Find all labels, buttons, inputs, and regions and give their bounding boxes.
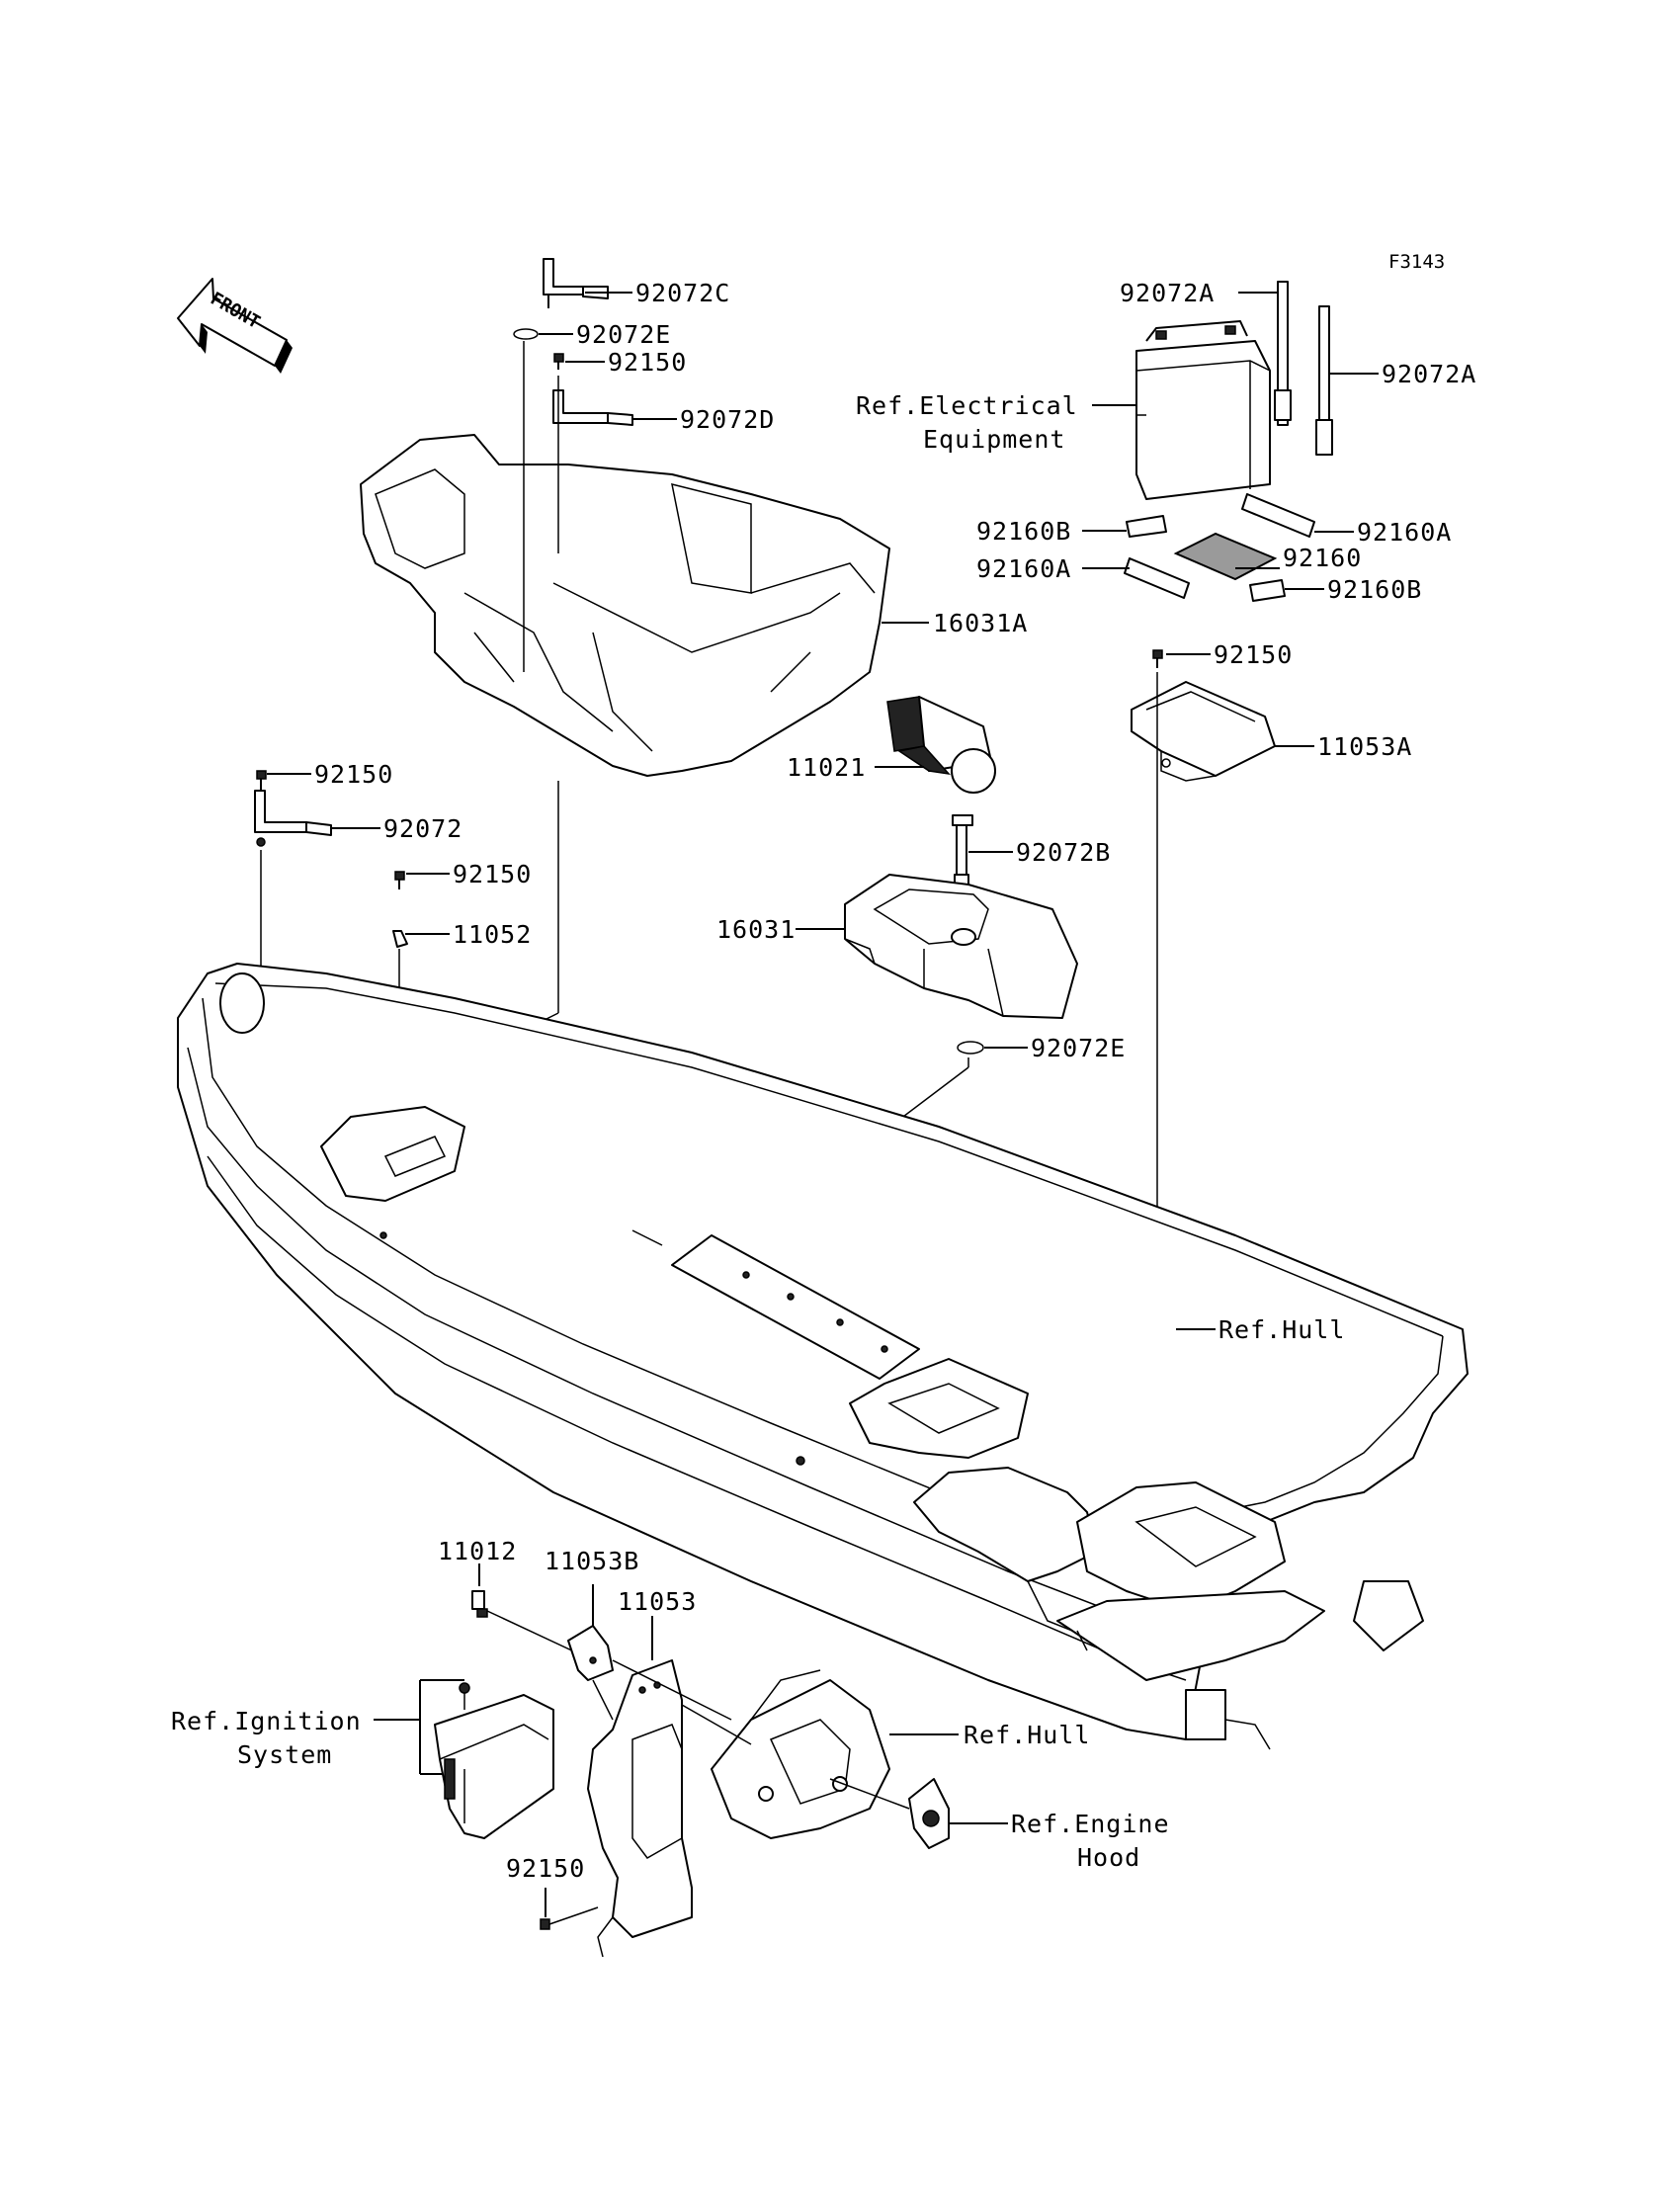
clip-92072E-mid: [957, 1041, 984, 1055]
leader-lines: [267, 292, 1379, 1917]
callout-92160B-1: 92160B: [976, 517, 1071, 546]
battery: [1135, 320, 1271, 500]
callout-16031: 16031: [716, 915, 796, 944]
ref-ignition-line2: System: [237, 1740, 332, 1769]
callout-92072B: 92072B: [1016, 838, 1111, 867]
clip-11052: [392, 930, 408, 948]
seat-part-16031: [844, 874, 1078, 1019]
pad-92160: [1173, 532, 1278, 581]
callout-11012: 11012: [438, 1537, 517, 1565]
callout-92150-bottom: 92150: [506, 1854, 585, 1883]
front-arrow-icon: FRONT: [177, 278, 293, 374]
bolt-92150-left2: [394, 871, 405, 889]
bracket-92072: [254, 790, 332, 847]
ref-hull-2: Ref.Hull: [964, 1721, 1090, 1749]
hull-section-ref: [711, 1669, 890, 1839]
ref-ignition-line1: Ref.Ignition: [171, 1707, 362, 1735]
callout-92150-right: 92150: [1214, 640, 1293, 669]
strap-92072D: [552, 389, 633, 426]
callout-92072C: 92072C: [635, 279, 730, 307]
ignition-box: [434, 1682, 554, 1839]
fuel-filter-part-11021: [886, 696, 996, 794]
callout-92072: 92072: [383, 814, 462, 843]
callout-16031A: 16031A: [933, 609, 1028, 637]
callout-92150-left2: 92150: [453, 860, 532, 888]
callout-92160: 92160: [1283, 544, 1362, 572]
pad-92160A-2: [1124, 557, 1190, 599]
callout-92072A-1: 92072A: [1120, 279, 1215, 307]
callout-92160A-2: 92160A: [976, 554, 1071, 583]
battery-strap-92072A-1: [1274, 281, 1292, 426]
ref-engine-line2: Hood: [1077, 1843, 1140, 1872]
callout-92072E-mid: 92072E: [1031, 1034, 1126, 1062]
callout-11052: 11052: [453, 920, 532, 949]
bolt-92150-right: [1152, 649, 1163, 668]
bolt-92150-top: [553, 353, 564, 370]
hull: [177, 963, 1469, 1750]
bracket-11053: [587, 1659, 693, 1958]
ref-hull-1: Ref.Hull: [1218, 1315, 1345, 1344]
callout-92150-top: 92150: [608, 348, 687, 377]
callout-11053: 11053: [618, 1587, 697, 1616]
callout-92150-left1: 92150: [314, 760, 393, 789]
callout-92072E-top: 92072E: [576, 320, 671, 349]
callout-92072A-2: 92072A: [1382, 360, 1476, 388]
strap-92072C: [543, 258, 609, 308]
callout-92072D: 92072D: [680, 405, 775, 434]
bracket-11053B: [567, 1625, 614, 1681]
callout-92160B-2: 92160B: [1327, 575, 1422, 604]
battery-tray-part-11053A: [1131, 681, 1276, 782]
callout-11053A: 11053A: [1317, 732, 1412, 761]
callout-92160A-1: 92160A: [1357, 518, 1452, 547]
pad-92160B-2: [1249, 579, 1286, 602]
engine-hood-latch: [908, 1778, 950, 1849]
pad-92160A-1: [1241, 493, 1315, 538]
pad-92160B-1: [1126, 515, 1167, 538]
clip-92072E-top: [513, 328, 539, 340]
storage-tray-part-16031A: [360, 434, 890, 777]
callout-11053B: 11053B: [545, 1547, 639, 1575]
battery-strap-92072A-2: [1315, 305, 1333, 456]
callout-11021: 11021: [787, 753, 866, 782]
ref-engine-line1: Ref.Engine: [1011, 1810, 1170, 1838]
figure-code: F3143: [1388, 251, 1445, 273]
ref-electrical-line1: Ref.Electrical: [856, 391, 1078, 420]
bolt-92150-bottom: [540, 1906, 599, 1930]
ref-electrical-line2: Equipment: [923, 425, 1065, 454]
bolt-92150-left1: [256, 770, 267, 791]
